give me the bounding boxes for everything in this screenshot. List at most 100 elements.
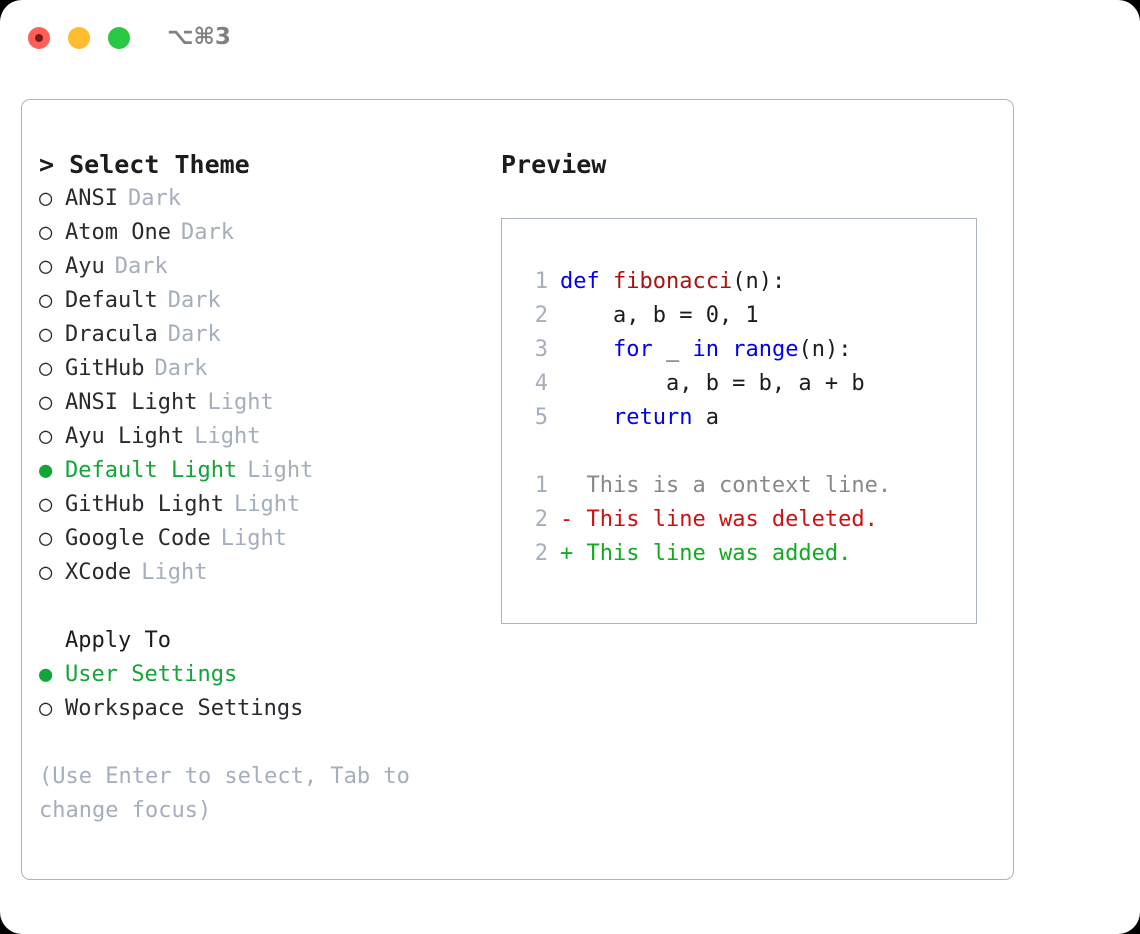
title-bar: ⌥⌘3: [0, 0, 1140, 78]
diff-line: 2 + This line was added.: [518, 537, 891, 571]
apply-to-label: Workspace Settings: [65, 696, 304, 721]
theme-variant-label: Dark: [154, 356, 208, 381]
section-spacer: [39, 590, 489, 624]
theme-list-item[interactable]: ○ ANSI Dark: [39, 182, 489, 216]
radio-unselected-icon[interactable]: ○: [39, 526, 53, 551]
radio-selected-icon[interactable]: ●: [39, 458, 53, 483]
radio-unselected-icon[interactable]: ○: [39, 492, 53, 517]
diff-line-number: 2: [534, 541, 548, 566]
theme-variant-label: Dark: [180, 220, 234, 245]
radio-unselected-icon[interactable]: ○: [39, 186, 53, 211]
diff-marker: -: [560, 507, 587, 532]
traffic-light-buttons: [28, 27, 130, 49]
radio-unselected-icon[interactable]: ○: [39, 696, 53, 721]
diff-marker: +: [560, 541, 587, 566]
radio-unselected-icon[interactable]: ○: [39, 356, 53, 381]
theme-name-label: Ayu Light: [65, 424, 185, 449]
theme-list-item[interactable]: ○ Atom One Dark: [39, 216, 489, 250]
theme-list-item[interactable]: ○ GitHub Light Light: [39, 488, 489, 522]
theme-variant-label: Light: [207, 390, 274, 415]
maximize-window-icon[interactable]: [108, 27, 130, 49]
code-line-number: 2: [534, 303, 548, 328]
code-line: 1 def fibonacci(n):: [518, 265, 891, 299]
code-token: [560, 333, 613, 367]
code-token: (n):: [732, 269, 786, 294]
code-token: in: [692, 337, 733, 362]
apply-to-list-item[interactable]: ● User Settings: [39, 658, 489, 692]
theme-name-label: XCode: [65, 560, 132, 585]
radio-unselected-icon[interactable]: ○: [39, 288, 53, 313]
diff-line-number: 1: [534, 473, 548, 498]
apply-to-list-item[interactable]: ○ Workspace Settings: [39, 692, 489, 726]
close-window-icon[interactable]: [28, 27, 50, 49]
diff-line-number: 2: [534, 507, 548, 532]
code-line: 5 return a: [518, 401, 891, 435]
code-line: 4 a, b = b, a + b: [518, 367, 891, 401]
apply-to-label: User Settings: [65, 662, 238, 687]
theme-name-label: Google Code: [65, 526, 211, 551]
code-token: _: [652, 337, 693, 362]
code-token: a, b = b, a + b: [560, 371, 865, 396]
code-line: 2 a, b = 0, 1: [518, 299, 891, 333]
theme-list-item[interactable]: ○ Google Code Light: [39, 522, 489, 556]
theme-name-label: Atom One: [65, 220, 171, 245]
theme-name-label: ANSI Light: [65, 390, 198, 415]
theme-variant-label: Dark: [167, 288, 221, 313]
apply-to-header: Apply To: [65, 628, 171, 653]
theme-list-item[interactable]: ○ ANSI Light Light: [39, 386, 489, 420]
radio-unselected-icon[interactable]: ○: [39, 220, 53, 245]
radio-unselected-icon[interactable]: ○: [39, 322, 53, 347]
theme-variant-label: Light: [247, 458, 314, 483]
theme-variant-label: Dark: [127, 186, 181, 211]
theme-name-label: Ayu: [65, 254, 105, 279]
theme-variant-label: Light: [233, 492, 301, 517]
theme-list-item[interactable]: ○ Default Dark: [39, 284, 489, 318]
radio-unselected-icon[interactable]: ○: [39, 254, 53, 279]
code-token: def: [560, 269, 613, 294]
radio-unselected-icon[interactable]: ○: [39, 424, 53, 449]
code-line: 3 for _ in range(n):: [518, 333, 891, 367]
code-token: (n):: [798, 337, 852, 362]
radio-unselected-icon[interactable]: ○: [39, 560, 53, 585]
diff-line: 1 This is a context line.: [518, 469, 891, 503]
diff-text: This line was deleted.: [586, 507, 878, 532]
diff-line: 2- This line was deleted.: [518, 503, 891, 537]
apply-to-list: ● User Settings ○ Workspace Settings: [39, 658, 489, 726]
theme-name-label: GitHub Light: [65, 492, 224, 517]
diff-text: This line was added.: [586, 541, 852, 566]
code-line-number: 1: [534, 269, 548, 294]
theme-name-label: Default: [65, 288, 158, 313]
keyboard-hint-text: (Use Enter to select, Tab to change focu…: [39, 764, 424, 823]
preview-header: Preview: [501, 150, 607, 179]
code-line-number: 5: [534, 405, 548, 430]
minimize-window-icon[interactable]: [68, 27, 90, 49]
window-title: ⌥⌘3: [167, 24, 231, 50]
radio-selected-icon[interactable]: ●: [39, 662, 53, 687]
theme-name-label: ANSI: [65, 186, 118, 211]
theme-variant-label: Light: [220, 526, 287, 551]
select-theme-header: > Select Theme: [39, 150, 250, 179]
diff-marker: [560, 469, 587, 503]
code-token: fibonacci: [612, 269, 733, 294]
theme-variant-label: Light: [141, 560, 208, 585]
code-line-number: 3: [534, 337, 548, 362]
theme-variant-label: Dark: [167, 322, 221, 347]
code-token: for: [612, 337, 653, 362]
code-token: a, b = 0, 1: [560, 303, 759, 328]
radio-unselected-icon[interactable]: ○: [39, 390, 53, 415]
theme-list-item[interactable]: ○ XCode Light: [39, 556, 489, 590]
code-token: range: [732, 337, 799, 362]
